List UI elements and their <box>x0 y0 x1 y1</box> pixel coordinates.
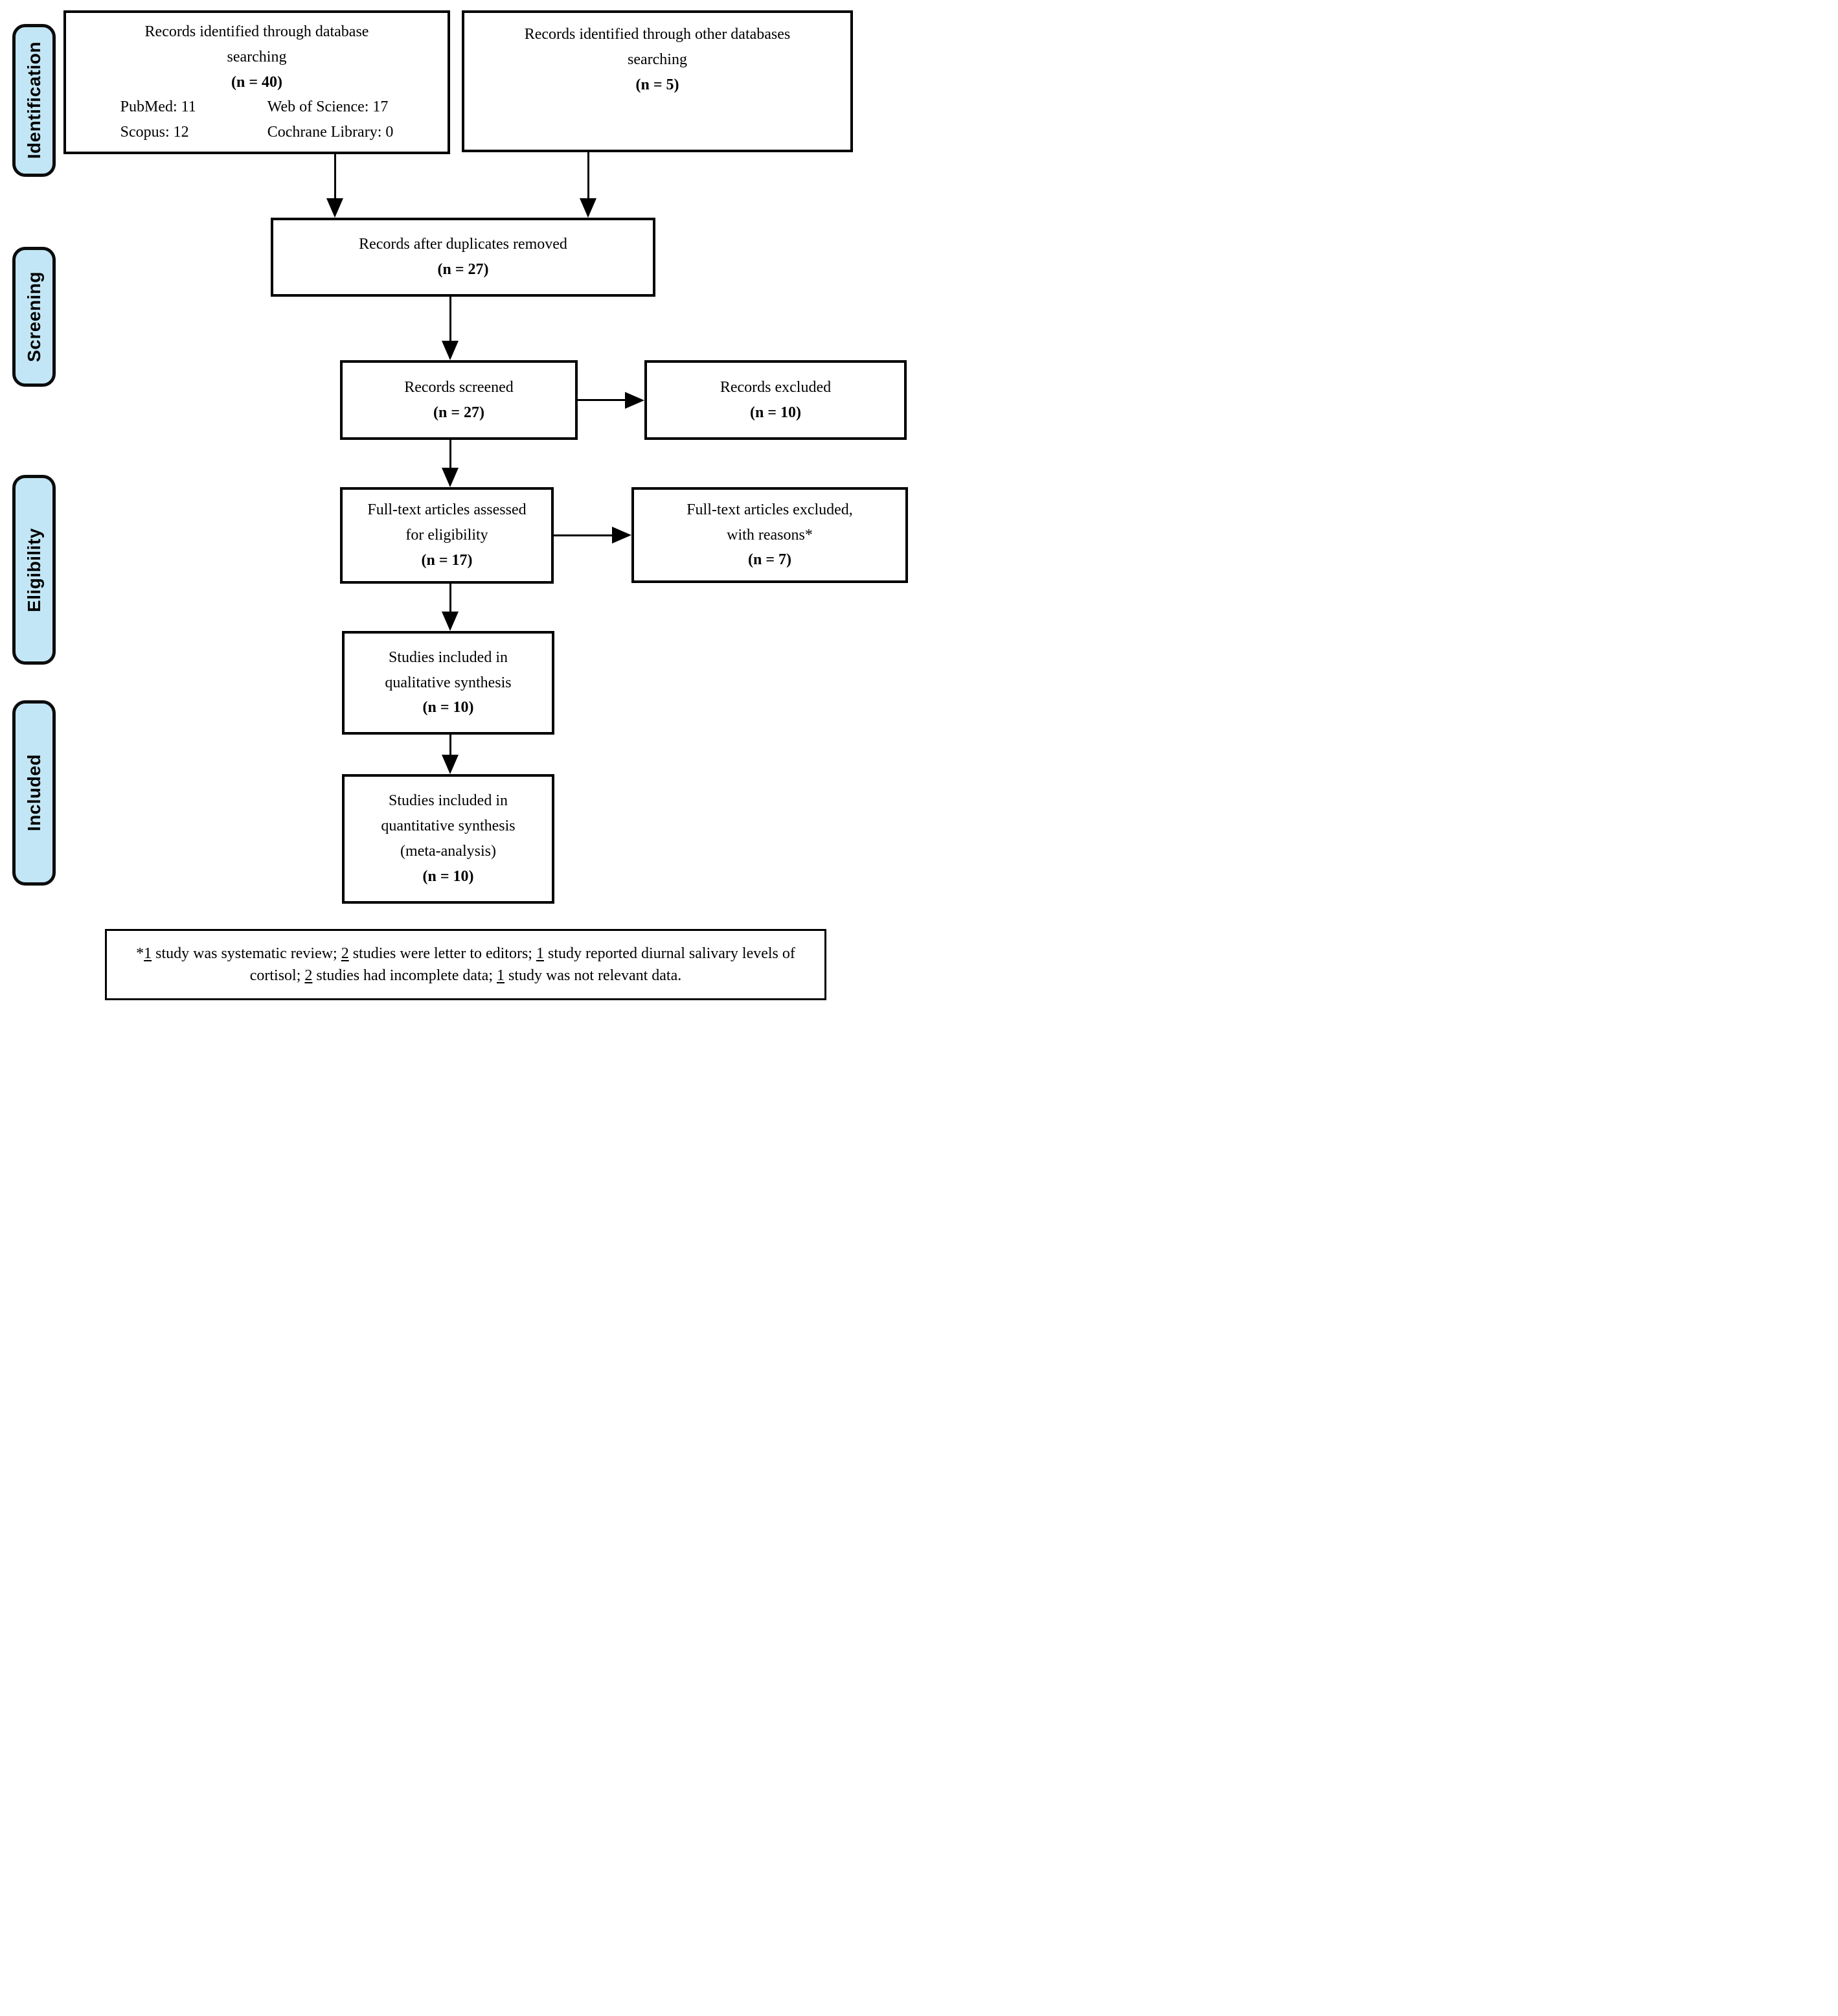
right-arrowhead-icon <box>612 527 631 544</box>
box-count: (n = 17) <box>421 551 473 569</box>
stage-identification-label: Identification <box>23 41 44 159</box>
source-cochrane: Cochrane Library: 0 <box>267 124 394 141</box>
arrow-line <box>449 297 451 342</box>
down-arrowhead-icon <box>580 198 596 218</box>
stage-identification: Identification <box>12 24 56 177</box>
arrow-line <box>449 440 451 469</box>
arrow-line <box>554 534 613 536</box>
box-count: (n = 7) <box>747 551 791 569</box>
stage-included: Included <box>12 700 56 886</box>
footnote-box: *1 study was systematic review; 2 studie… <box>105 929 826 1000</box>
box-count: (n = 10) <box>422 699 474 716</box>
arrow-line <box>449 584 451 613</box>
box-title: Records identified through other databas… <box>524 26 791 68</box>
source-scopus: Scopus: 12 <box>120 124 189 141</box>
box-records-excluded: Records excluded (n = 10) <box>644 360 907 440</box>
down-arrowhead-icon <box>442 612 459 631</box>
arrow-line <box>578 399 626 401</box>
stage-screening-label: Screening <box>23 271 44 362</box>
box-title: Full-text articles excluded,with reasons… <box>686 501 853 544</box>
down-arrowhead-icon <box>326 198 343 218</box>
box-records-screened: Records screened (n = 27) <box>340 360 578 440</box>
box-count: (n = 5) <box>635 76 679 93</box>
down-arrowhead-icon <box>442 468 459 487</box>
database-source-counts: PubMed: 11 Web of Science: 17 Scopus: 12… <box>120 95 394 145</box>
source-web-of-science: Web of Science: 17 <box>267 98 389 116</box>
box-count: (n = 27) <box>433 404 484 421</box>
arrow-line <box>587 152 589 200</box>
box-title: Records after duplicates removed <box>359 236 567 253</box>
box-fulltext-excluded: Full-text articles excluded,with reasons… <box>631 487 908 583</box>
box-count: (n = 10) <box>422 867 474 885</box>
arrow-line <box>449 735 451 756</box>
box-records-identified-other: Records identified through other databas… <box>462 10 853 152</box>
right-arrowhead-icon <box>625 392 644 409</box>
source-pubmed: PubMed: 11 <box>120 98 196 116</box>
box-count: (n = 27) <box>437 261 489 278</box>
stage-eligibility: Eligibility <box>12 475 56 665</box>
box-count: (n = 10) <box>749 404 801 421</box>
box-count: (n = 40) <box>231 73 282 91</box>
footnote-text: *1 study was systematic review; 2 studie… <box>136 945 795 984</box>
arrow-line <box>334 154 336 200</box>
box-title: Records excluded <box>720 378 832 396</box>
stage-eligibility-label: Eligibility <box>23 527 44 612</box>
stage-included-label: Included <box>23 754 44 832</box>
prisma-flow-diagram: Identification Screening Eligibility Inc… <box>0 0 919 1008</box>
box-duplicates-removed: Records after duplicates removed (n = 27… <box>271 218 655 297</box>
down-arrowhead-icon <box>442 755 459 774</box>
stage-screening: Screening <box>12 247 56 387</box>
down-arrowhead-icon <box>442 341 459 360</box>
box-title: Records screened <box>404 378 514 396</box>
